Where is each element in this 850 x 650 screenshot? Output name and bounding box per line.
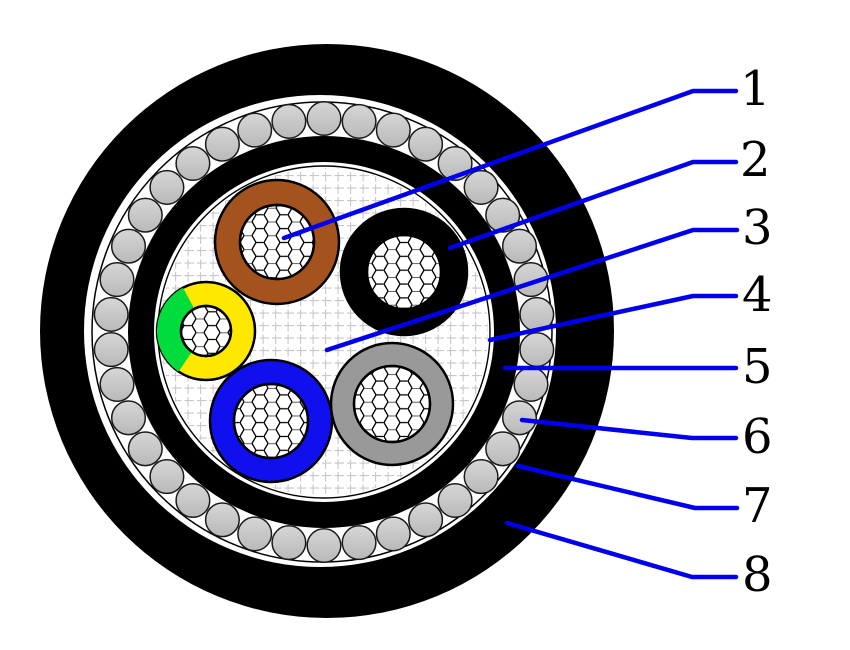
armor-wire	[408, 502, 444, 538]
armor-wire	[375, 112, 411, 148]
earth-green-sector	[156, 287, 195, 372]
armor-wire	[175, 482, 211, 519]
leader-lines	[281, 88, 740, 580]
core-gray	[329, 341, 455, 467]
armor-wire	[149, 459, 185, 495]
leader-line-2	[447, 159, 739, 251]
armor-wire	[485, 197, 521, 233]
leader-line-8	[504, 520, 739, 580]
armor-wire	[237, 516, 273, 552]
armor-wire	[341, 525, 377, 561]
armor-wire	[127, 431, 163, 467]
armor-wire	[110, 400, 147, 436]
cores	[155, 178, 469, 484]
armor-wire	[463, 169, 499, 205]
armor-wire	[519, 332, 555, 368]
conductor-strands	[365, 233, 443, 311]
armor-wire	[485, 431, 521, 467]
label-2: 2	[740, 132, 771, 188]
conductor-strands	[238, 203, 316, 281]
leader-line-6	[519, 417, 739, 441]
leader-line-3	[324, 227, 740, 353]
armor-wire	[306, 100, 342, 137]
conductor-strands	[179, 304, 233, 358]
label-5: 5	[742, 339, 773, 395]
armor-wire	[110, 228, 147, 264]
armor-wire	[341, 103, 377, 139]
armor-wire	[149, 169, 185, 205]
armor-wire	[93, 296, 129, 332]
armor-wires	[93, 100, 555, 564]
core-blue	[208, 358, 334, 484]
label-1: 1	[740, 61, 771, 117]
armor-wire	[271, 525, 307, 561]
armor-wire	[437, 482, 473, 519]
armor-wire	[408, 126, 444, 162]
label-3: 3	[742, 200, 773, 256]
leader-line-4	[487, 293, 739, 343]
label-4: 4	[742, 267, 773, 323]
armor-wire	[271, 103, 307, 139]
armor-wire	[463, 459, 499, 495]
armor-wire	[204, 126, 240, 162]
conductor-strands	[232, 382, 310, 460]
armor-wire	[501, 400, 538, 436]
armor-wire	[99, 366, 135, 402]
label-8: 8	[742, 547, 773, 603]
armor-wire	[204, 502, 240, 538]
leader-line-1	[281, 88, 739, 241]
armor-wire	[93, 332, 129, 368]
conductor-strands	[352, 364, 432, 444]
label-7: 7	[742, 478, 773, 534]
armor-wire	[127, 197, 163, 233]
labels: 1 2 3 4 5 6 7 8	[740, 61, 773, 603]
core-earth-green-yellow	[155, 280, 257, 382]
armor-wire	[375, 516, 411, 552]
leader-line-7	[515, 463, 740, 511]
armor-wire	[513, 366, 549, 402]
core-black	[339, 207, 469, 337]
armor-wire	[237, 112, 273, 148]
armor-wire	[99, 262, 135, 298]
armor-wire	[501, 228, 538, 264]
armor-wire	[175, 145, 211, 182]
armor-wire	[306, 527, 342, 564]
label-6: 6	[742, 409, 773, 465]
core-brown	[213, 178, 341, 306]
